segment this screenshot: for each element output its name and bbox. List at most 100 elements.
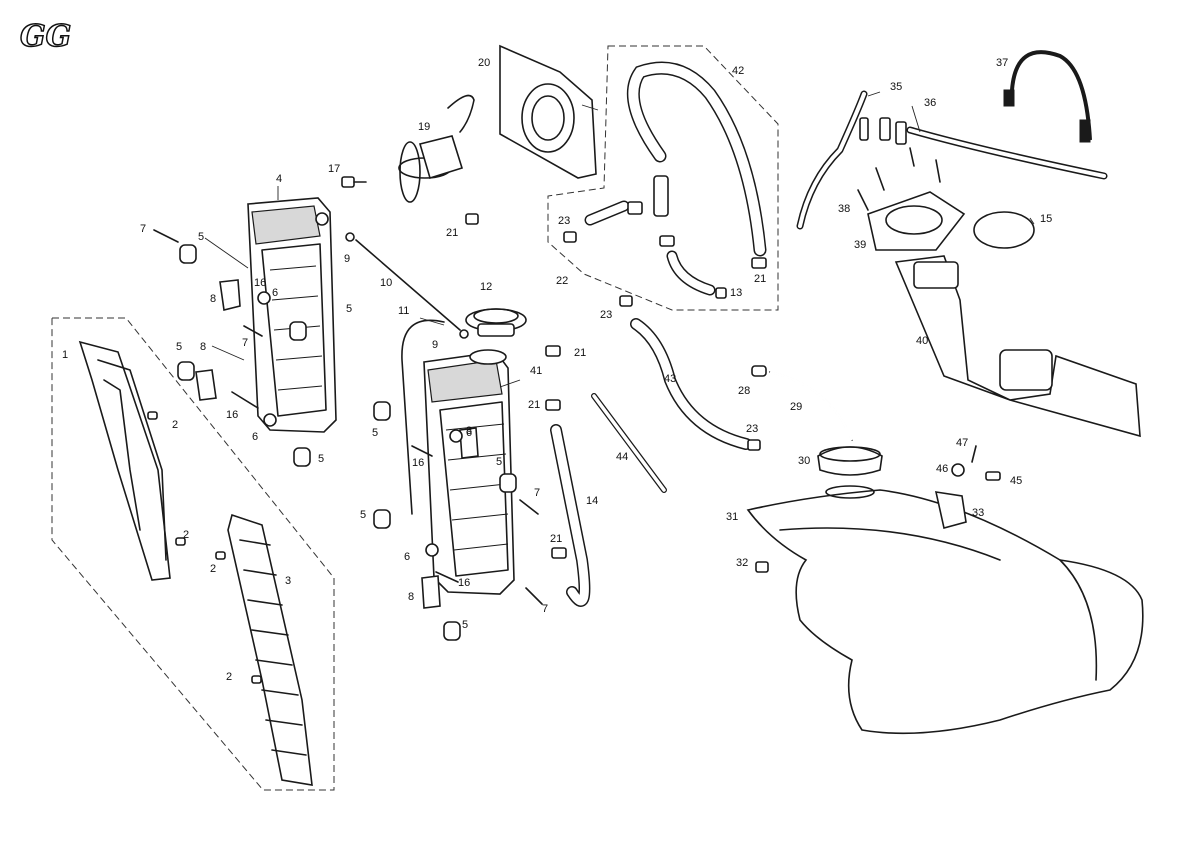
part-39-pump-flange bbox=[867, 191, 966, 251]
label-8: 8 bbox=[210, 293, 216, 305]
label-14: 14 bbox=[586, 495, 598, 507]
label-12: 12 bbox=[480, 281, 492, 293]
label-2: 2 bbox=[226, 671, 232, 683]
label-6: 6 bbox=[272, 287, 278, 299]
small-parts bbox=[755, 445, 1001, 573]
label-16: 16 bbox=[412, 457, 424, 469]
label-5: 5 bbox=[198, 231, 204, 243]
part-21-hose-clamps bbox=[465, 213, 767, 559]
brand-logo: GG bbox=[19, 18, 72, 55]
part-2-screws bbox=[147, 411, 262, 684]
label-30: 30 bbox=[798, 455, 810, 467]
label-9: 9 bbox=[432, 339, 438, 351]
label-31: 31 bbox=[726, 511, 738, 523]
label-7: 7 bbox=[140, 223, 146, 235]
label-5: 5 bbox=[346, 303, 352, 315]
label-42: 42 bbox=[732, 65, 744, 77]
label-40: 40 bbox=[916, 335, 928, 347]
label-43: 43 bbox=[664, 373, 676, 385]
label-7: 7 bbox=[534, 487, 540, 499]
label-6: 6 bbox=[252, 431, 258, 443]
part-10-overflow-hose bbox=[345, 232, 469, 339]
label-8: 8 bbox=[200, 341, 206, 353]
part-41-right-radiator bbox=[423, 349, 515, 595]
label-6: 6 bbox=[466, 427, 472, 439]
part-labels: 1 2 2 2 2 3 4 5 5 5 5 5 5 5 5 6 6 6 6 7 … bbox=[62, 57, 1052, 683]
label-3: 3 bbox=[285, 575, 291, 587]
label-21: 21 bbox=[550, 533, 562, 545]
label-21: 21 bbox=[528, 399, 540, 411]
label-39: 39 bbox=[854, 239, 866, 251]
part-43-hose bbox=[630, 318, 752, 450]
label-4: 4 bbox=[276, 173, 282, 185]
label-28: 28 bbox=[738, 385, 750, 397]
label-21: 21 bbox=[446, 227, 458, 239]
part-36-fittings bbox=[859, 117, 1108, 180]
label-10: 10 bbox=[380, 277, 392, 289]
label-20: 20 bbox=[478, 57, 490, 69]
label-32: 32 bbox=[736, 557, 748, 569]
part-1-shroud bbox=[78, 340, 171, 581]
label-2: 2 bbox=[183, 529, 189, 541]
hose-kit-42-outline bbox=[547, 45, 779, 311]
part-38-bolts bbox=[857, 147, 941, 211]
label-38: 38 bbox=[838, 203, 850, 215]
part-44-hose bbox=[591, 393, 667, 493]
label-23: 23 bbox=[600, 309, 612, 321]
label-23: 23 bbox=[746, 423, 758, 435]
shroud-group-outline bbox=[51, 317, 335, 791]
part-23-hose-clamps bbox=[563, 231, 761, 451]
label-17: 17 bbox=[328, 163, 340, 175]
part-40-fuel-pump bbox=[894, 255, 1141, 438]
part-3-shroud-grill bbox=[227, 513, 313, 786]
part-30-fuel-cap bbox=[817, 446, 883, 476]
label-23: 23 bbox=[558, 215, 570, 227]
label-22: 22 bbox=[556, 275, 568, 287]
part-45 bbox=[985, 471, 1001, 481]
label-5: 5 bbox=[176, 341, 182, 353]
label-13: 13 bbox=[730, 287, 742, 299]
label-16: 16 bbox=[226, 409, 238, 421]
part-33 bbox=[934, 491, 967, 529]
label-44: 44 bbox=[616, 451, 628, 463]
label-5: 5 bbox=[318, 453, 324, 465]
label-5: 5 bbox=[496, 456, 502, 468]
label-8: 8 bbox=[408, 591, 414, 603]
label-7: 7 bbox=[242, 337, 248, 349]
part-8-brackets bbox=[195, 279, 479, 609]
part-19-fan bbox=[398, 94, 475, 203]
part-42-hose bbox=[584, 61, 767, 299]
bolts bbox=[153, 176, 543, 605]
label-6: 6 bbox=[404, 551, 410, 563]
label-8: 8 bbox=[466, 425, 472, 437]
part-4-left-radiator bbox=[247, 197, 337, 433]
label-11: 11 bbox=[398, 305, 409, 317]
label-21: 21 bbox=[574, 347, 586, 359]
label-29: 29 bbox=[790, 401, 802, 413]
part-35-vent-hose bbox=[796, 90, 868, 230]
label-35: 35 bbox=[890, 81, 902, 93]
label-1: 1 bbox=[62, 349, 68, 361]
label-21: 21 bbox=[754, 273, 766, 285]
logo-text: GG bbox=[20, 19, 71, 54]
part-29-fuel-line bbox=[751, 365, 854, 441]
part-47 bbox=[971, 445, 977, 463]
label-19: 19 bbox=[418, 121, 430, 133]
label-46: 46 bbox=[936, 463, 948, 475]
label-16: 16 bbox=[458, 577, 470, 589]
part-15-o-ring bbox=[973, 211, 1035, 249]
part-22-hose bbox=[480, 199, 552, 342]
label-16: 16 bbox=[254, 277, 266, 289]
label-37: 37 bbox=[996, 57, 1008, 69]
label-2: 2 bbox=[172, 419, 178, 431]
part-46 bbox=[951, 463, 965, 477]
part-32 bbox=[755, 561, 769, 573]
part-5-rubber-mounts bbox=[177, 244, 517, 641]
label-41: 41 bbox=[530, 365, 542, 377]
label-47: 47 bbox=[956, 437, 968, 449]
label-2: 2 bbox=[210, 563, 216, 575]
part-37-strap bbox=[1003, 50, 1092, 143]
label-5: 5 bbox=[462, 619, 468, 631]
part-14-hose bbox=[550, 424, 591, 607]
